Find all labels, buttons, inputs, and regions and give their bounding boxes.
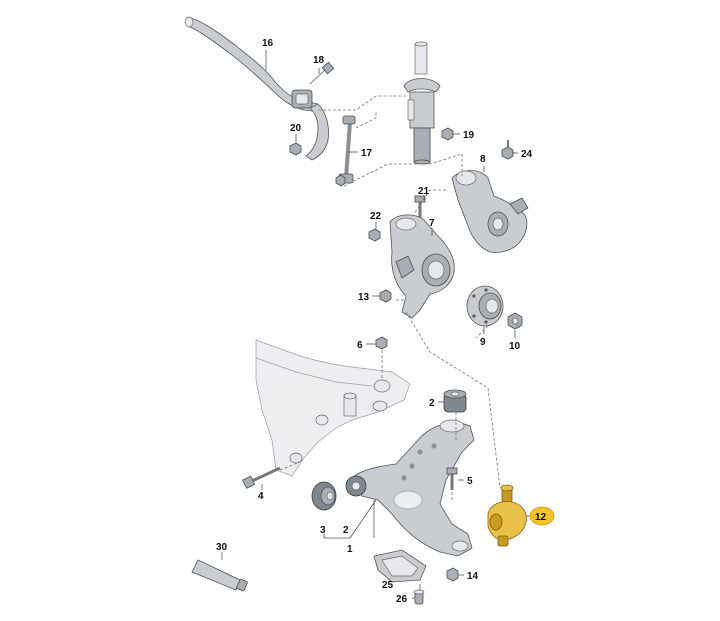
callout-13: 13 [358, 292, 370, 303]
callout-2-front: 2 [343, 525, 349, 536]
callout-10: 10 [509, 341, 521, 352]
callout-4: 4 [258, 491, 264, 502]
stabilizer-bolt [309, 61, 335, 85]
callout-22: 22 [370, 211, 382, 222]
callout-12: 12 [535, 512, 547, 523]
knuckle-nut [501, 140, 514, 160]
callout-1: 1 [347, 544, 353, 555]
ball-joint [487, 484, 527, 547]
callout-8: 8 [480, 154, 486, 165]
control-arm [345, 419, 475, 557]
callout-30: 30 [216, 542, 228, 553]
housing-nut [379, 289, 392, 303]
callout-5: 5 [467, 476, 473, 487]
connection-lines [279, 95, 521, 500]
front-bushing [311, 481, 337, 511]
stabilizer-nut [289, 142, 302, 156]
callout-19: 19 [463, 130, 475, 141]
callout-7: 7 [429, 218, 435, 229]
strut-assembly [403, 41, 441, 165]
callout-21: 21 [418, 186, 430, 197]
cover-clip [413, 589, 425, 605]
callout-16: 16 [262, 38, 274, 49]
arm-bolt [446, 467, 458, 490]
clamp-bolt [414, 195, 426, 220]
grease-tube [191, 559, 248, 592]
strut-nut [441, 127, 454, 141]
callout-26: 26 [396, 594, 408, 605]
clamp-nut [368, 228, 381, 242]
callout-17: 17 [361, 148, 373, 159]
subframe [255, 339, 411, 477]
callout-6: 6 [357, 340, 363, 351]
callout-24: 24 [521, 149, 533, 160]
callout-9: 9 [480, 337, 486, 348]
callout-2-rear: 2 [429, 398, 435, 409]
callout-25: 25 [382, 580, 394, 591]
callout-14: 14 [467, 571, 479, 582]
hub-bolt [507, 312, 523, 330]
rear-bushing [443, 389, 467, 413]
knuckle-rear-view [451, 170, 529, 253]
wheel-bearing-housing [389, 214, 455, 319]
arm-cover [373, 549, 427, 583]
callout-labels: 16 18 20 17 19 8 24 21 22 7 13 9 10 6 2 … [216, 38, 555, 605]
subframe-bolt [242, 466, 281, 489]
leader-lines [221, 50, 532, 599]
callout-18: 18 [313, 55, 325, 66]
coupling-rod [335, 115, 356, 187]
subframe-nut [375, 336, 388, 350]
stabilizer-bar [184, 16, 329, 161]
wheel-hub [466, 285, 504, 327]
callout-3: 3 [320, 525, 326, 536]
callout-20: 20 [290, 123, 302, 134]
ball-joint-nut [446, 567, 459, 582]
callout-12-highlight [529, 506, 555, 526]
